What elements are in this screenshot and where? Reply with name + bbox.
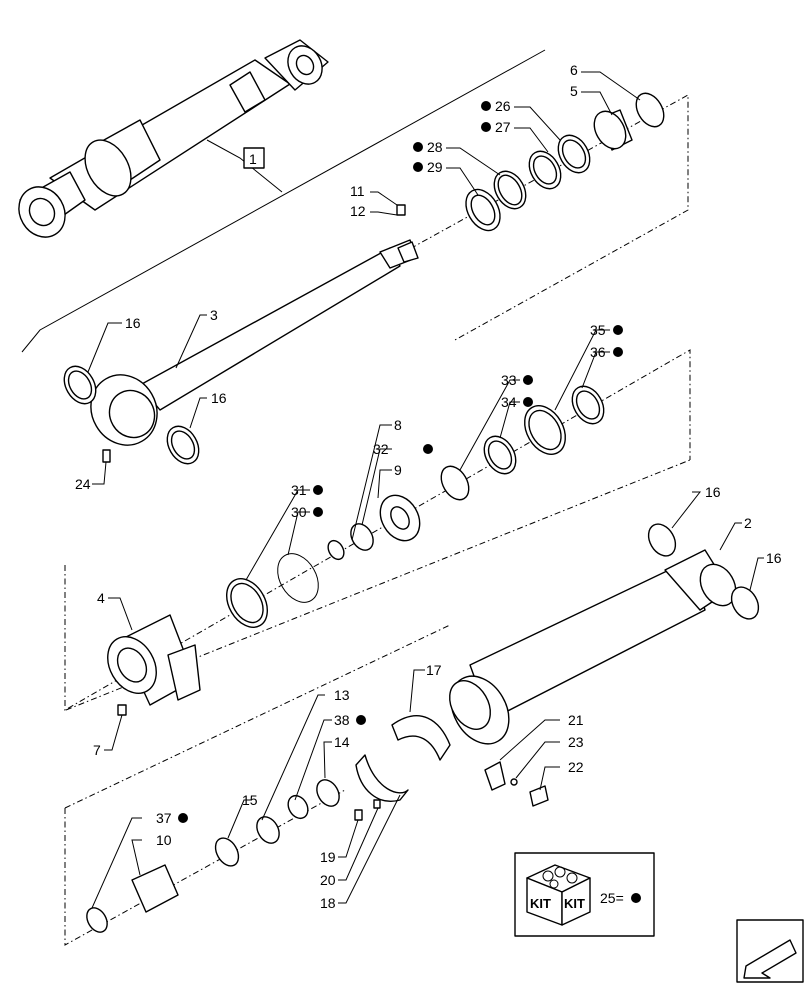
kit-marker-dot (523, 375, 533, 385)
kit-legend: KIT KIT 25= (514, 852, 655, 937)
callout-16-b: 16 (211, 390, 227, 406)
kit-marker-dot (423, 444, 433, 454)
callout-28: 28 (427, 139, 443, 155)
callout-7: 7 (93, 742, 101, 758)
kit-marker-dot (413, 142, 423, 152)
callout-5: 5 (570, 83, 578, 99)
kit-marker-dot (356, 715, 366, 725)
piston-rod (90, 239, 419, 446)
callout-37: 37 (156, 810, 172, 826)
callout-26: 26 (495, 98, 511, 114)
callout-4: 4 (97, 590, 105, 606)
kit-marker-dot (523, 397, 533, 407)
kit-box-icon: KIT KIT (526, 864, 591, 926)
kit-marker-dot (481, 122, 491, 132)
callout-12: 12 (350, 203, 366, 219)
kit-marker-dot (631, 893, 641, 903)
callout-38: 38 (334, 712, 350, 728)
callout-36: 36 (590, 344, 606, 360)
callout-17: 17 (426, 662, 442, 678)
callout-20: 20 (320, 872, 336, 888)
callout-21: 21 (568, 712, 584, 728)
callout-14: 14 (334, 734, 350, 750)
kit-marker-dot (178, 813, 188, 823)
svg-text:KIT: KIT (530, 896, 551, 911)
callout-34: 34 (501, 394, 517, 410)
callout-9: 9 (394, 462, 402, 478)
callout-33: 33 (501, 372, 517, 388)
callout-13: 13 (334, 687, 350, 703)
kit-marker-dot (613, 347, 623, 357)
callout-27: 27 (495, 119, 511, 135)
callout-32: 32 (373, 441, 389, 457)
kit-marker-dot (413, 162, 423, 172)
kit-marker-dot (313, 507, 323, 517)
kit-marker-dot (481, 101, 491, 111)
callout-16-a: 16 (125, 315, 141, 331)
callout-30: 30 (291, 504, 307, 520)
callout-6: 6 (570, 62, 578, 78)
callout-22: 22 (568, 759, 584, 775)
callout-1: 1 (249, 151, 257, 167)
callout-3: 3 (210, 307, 218, 323)
callout-8: 8 (394, 417, 402, 433)
callout-31: 31 (291, 482, 307, 498)
svg-text:KIT: KIT (564, 896, 585, 911)
callout-18: 18 (320, 895, 336, 911)
callout-16-d: 16 (766, 550, 782, 566)
label-box-1 (243, 147, 265, 169)
callout-10: 10 (156, 832, 172, 848)
kit-legend-text: 25= (600, 890, 624, 906)
cylinder-head (107, 614, 201, 706)
callout-16-c: 16 (705, 484, 721, 500)
kit-marker-dot (313, 485, 323, 495)
callout-19: 19 (320, 849, 336, 865)
navigation-arrow-icon[interactable] (736, 919, 804, 983)
callout-11: 11 (350, 183, 365, 199)
cylinder-tube (449, 549, 737, 745)
callout-35: 35 (590, 322, 606, 338)
callout-29: 29 (427, 159, 443, 175)
callout-23: 23 (568, 734, 584, 750)
kit-marker-dot (613, 325, 623, 335)
callout-2: 2 (744, 515, 752, 531)
callout-24: 24 (75, 476, 91, 492)
assembled-cylinder (18, 39, 329, 238)
callout-15: 15 (242, 792, 258, 808)
